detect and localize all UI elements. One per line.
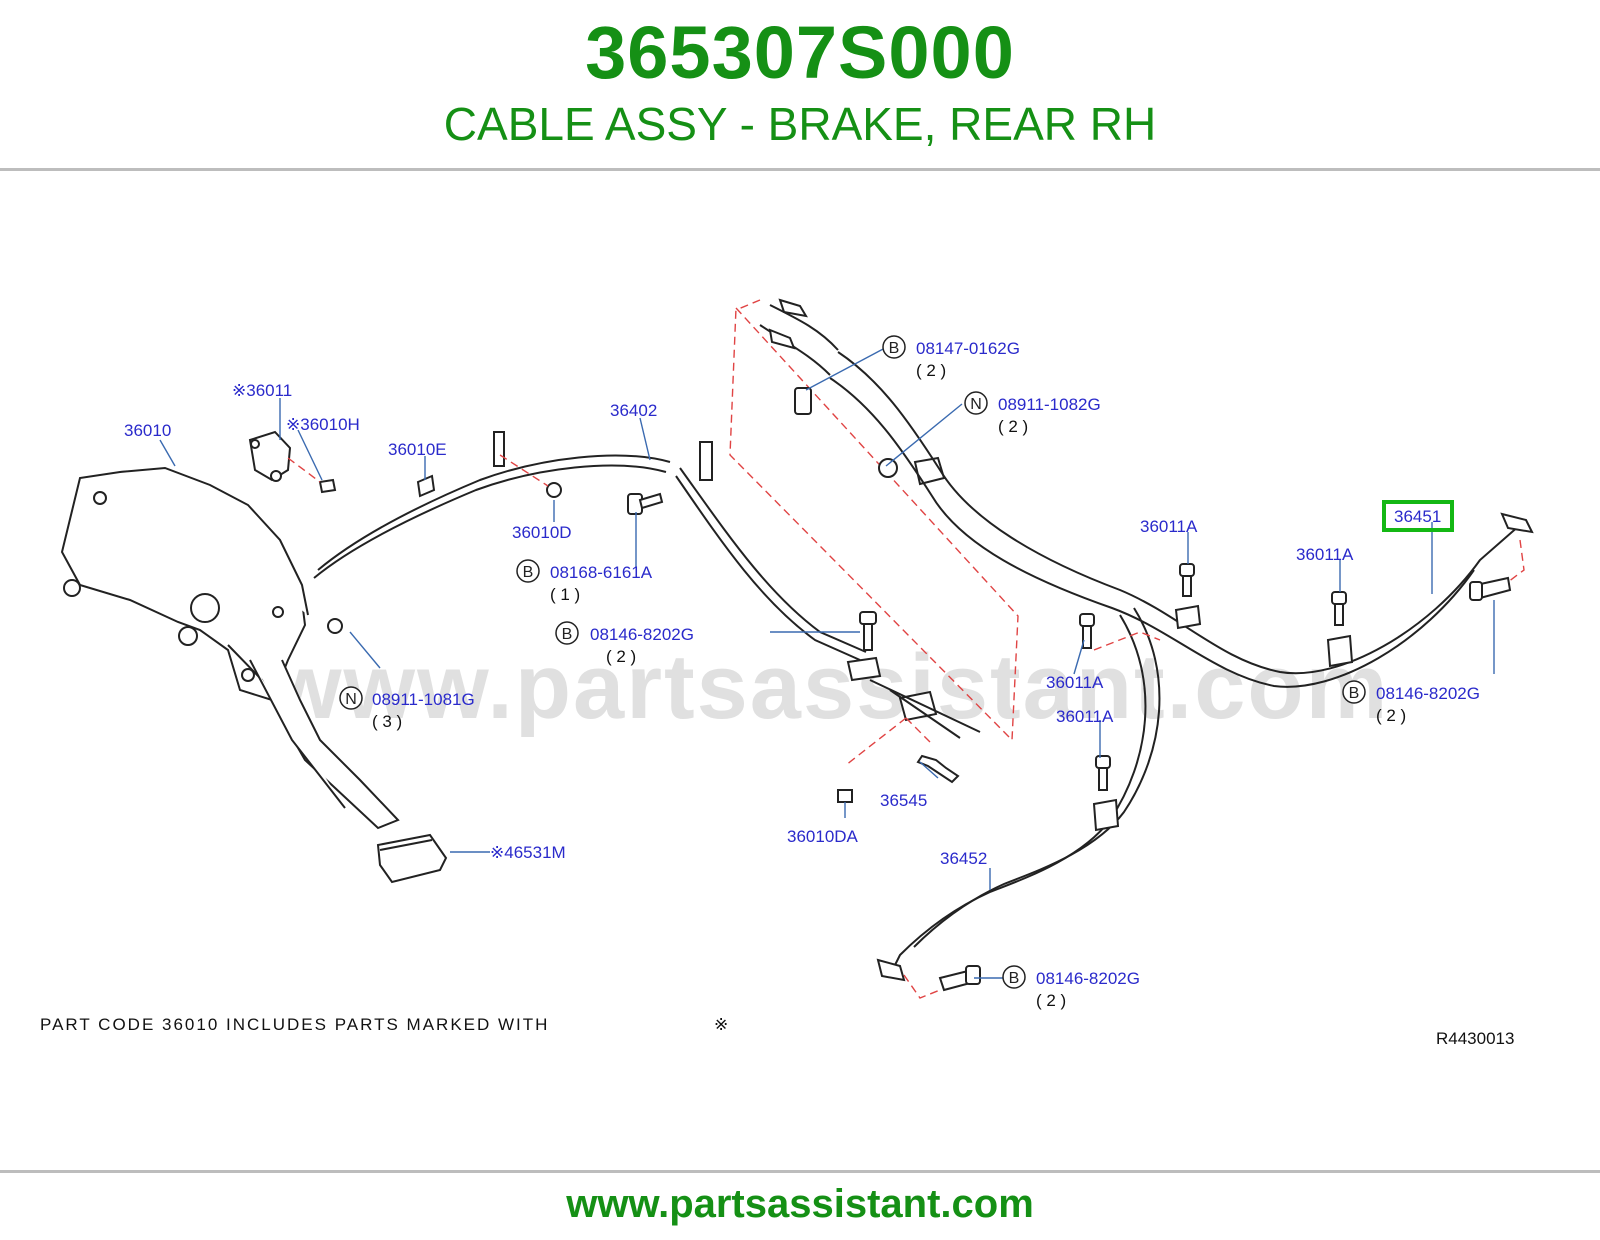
badge-letter: B — [889, 340, 900, 357]
leader-lines — [159, 347, 1495, 979]
bolt-mid-drawing — [859, 611, 877, 651]
front-cable-36402 — [317, 454, 671, 571]
label-36545[interactable]: 36545 — [880, 791, 927, 810]
label-36010DA[interactable]: 36010DA — [787, 827, 859, 846]
qty-08911-1081G: ( 3 ) — [372, 712, 402, 731]
cable-ends-top — [759, 298, 946, 486]
label-36011A-b[interactable]: 36011A — [1296, 545, 1354, 564]
bolt-36011A-center-drawing — [1174, 563, 1202, 630]
bolt-36011A-mid-drawing — [1079, 613, 1095, 649]
label-08146-8202G-b[interactable]: 08146-8202G — [1376, 684, 1480, 703]
clip-36010H-drawing — [318, 478, 337, 494]
badge-letter: N — [345, 691, 357, 708]
bolt-08168-6161A-drawing — [627, 492, 664, 515]
switch-36011-drawing — [248, 430, 292, 482]
label-36010[interactable]: 36010 — [124, 421, 171, 440]
badge-letter: B — [1349, 685, 1360, 702]
label-08146-8202G-c[interactable]: 08146-8202G — [1036, 969, 1140, 988]
highlight-box-36451 — [1382, 500, 1454, 532]
badge-letter: N — [970, 396, 982, 413]
label-08168-6161A[interactable]: 08168-6161A — [550, 563, 653, 582]
label-36010E[interactable]: 36010E — [388, 440, 447, 459]
label-36452[interactable]: 36452 — [940, 849, 987, 868]
label-08147-0162G[interactable]: 08147-0162G — [916, 339, 1020, 358]
header-divider — [0, 168, 1600, 171]
bolt-36011A-rh-drawing — [1326, 591, 1354, 668]
badge-b-08146-8202G-a — [555, 621, 579, 645]
footnote-mark: ※ — [714, 1015, 730, 1034]
label-46531M[interactable]: ※46531M — [490, 843, 566, 862]
label-36011A-c[interactable]: 36011A — [1046, 673, 1104, 692]
clip-36010E-drawing — [416, 474, 436, 498]
qty-08147-0162G: ( 2 ) — [916, 361, 946, 380]
badge-b-08147-0162G — [882, 335, 906, 359]
badge-n-08911-1081G — [339, 686, 363, 710]
qty-08146-8202G-a: ( 2 ) — [606, 647, 636, 666]
bolt-36011A-lh-drawing — [1092, 755, 1120, 832]
qty-08168-6161A: ( 1 ) — [550, 585, 580, 604]
badge-n-08911-1082G — [964, 391, 988, 415]
label-36011A-a[interactable]: 36011A — [1140, 517, 1198, 536]
part-description: CABLE ASSY - BRAKE, REAR RH — [443, 98, 1157, 150]
label-36010D[interactable]: 36010D — [512, 523, 572, 542]
footer-website-link[interactable]: www.partsassistant.com — [566, 1182, 1034, 1226]
footnote-text: PART CODE 36010 INCLUDES PARTS MARKED WI… — [40, 1015, 549, 1034]
pedal-bracket-drawing — [60, 466, 448, 884]
nut-36010DA-drawing — [837, 789, 853, 803]
label-08911-1081G[interactable]: 08911-1081G — [372, 690, 475, 709]
bolt-rh-08146-8202G-drawing — [1469, 576, 1512, 601]
nut-36010D-drawing — [546, 482, 562, 498]
label-08146-8202G-a[interactable]: 08146-8202G — [590, 625, 694, 644]
equalizer-box — [729, 306, 1019, 742]
equalizer-drawing — [846, 656, 981, 739]
label-08911-1082G[interactable]: 08911-1082G — [998, 395, 1101, 414]
qty-08146-8202G-b: ( 2 ) — [1376, 706, 1406, 725]
label-36451[interactable]: 36451 — [1394, 507, 1441, 526]
badge-b-08146-8202G-c — [1002, 965, 1026, 989]
badge-letter: B — [562, 626, 573, 643]
label-36402[interactable]: 36402 — [610, 401, 657, 420]
qty-08911-1082G: ( 2 ) — [998, 417, 1028, 436]
watermark-text: www.partsassistant.com — [269, 636, 1389, 738]
label-36010H[interactable]: ※36010H — [286, 415, 360, 434]
bolt-lh-08146-8202G-drawing — [938, 965, 981, 992]
footer-divider — [0, 1170, 1600, 1173]
badge-b-08146-8202G-b — [1342, 680, 1366, 704]
spring-36545-drawing — [916, 754, 960, 784]
badge-b-08168-6161A — [516, 559, 540, 583]
badge-letter: B — [523, 564, 534, 581]
label-36011A-d[interactable]: 36011A — [1056, 707, 1114, 726]
part-number-title: 365307S000 — [585, 11, 1015, 94]
label-36011[interactable]: ※36011 — [232, 381, 292, 400]
drawing-code: R4430013 — [1436, 1029, 1514, 1048]
qty-08146-8202G-c: ( 2 ) — [1036, 991, 1066, 1010]
page-header: 365307S000 CABLE ASSY - BRAKE, REAR RH — [0, 0, 1600, 168]
nut-08911-1081G-drawing — [327, 618, 343, 634]
badge-letter: B — [1009, 970, 1020, 987]
